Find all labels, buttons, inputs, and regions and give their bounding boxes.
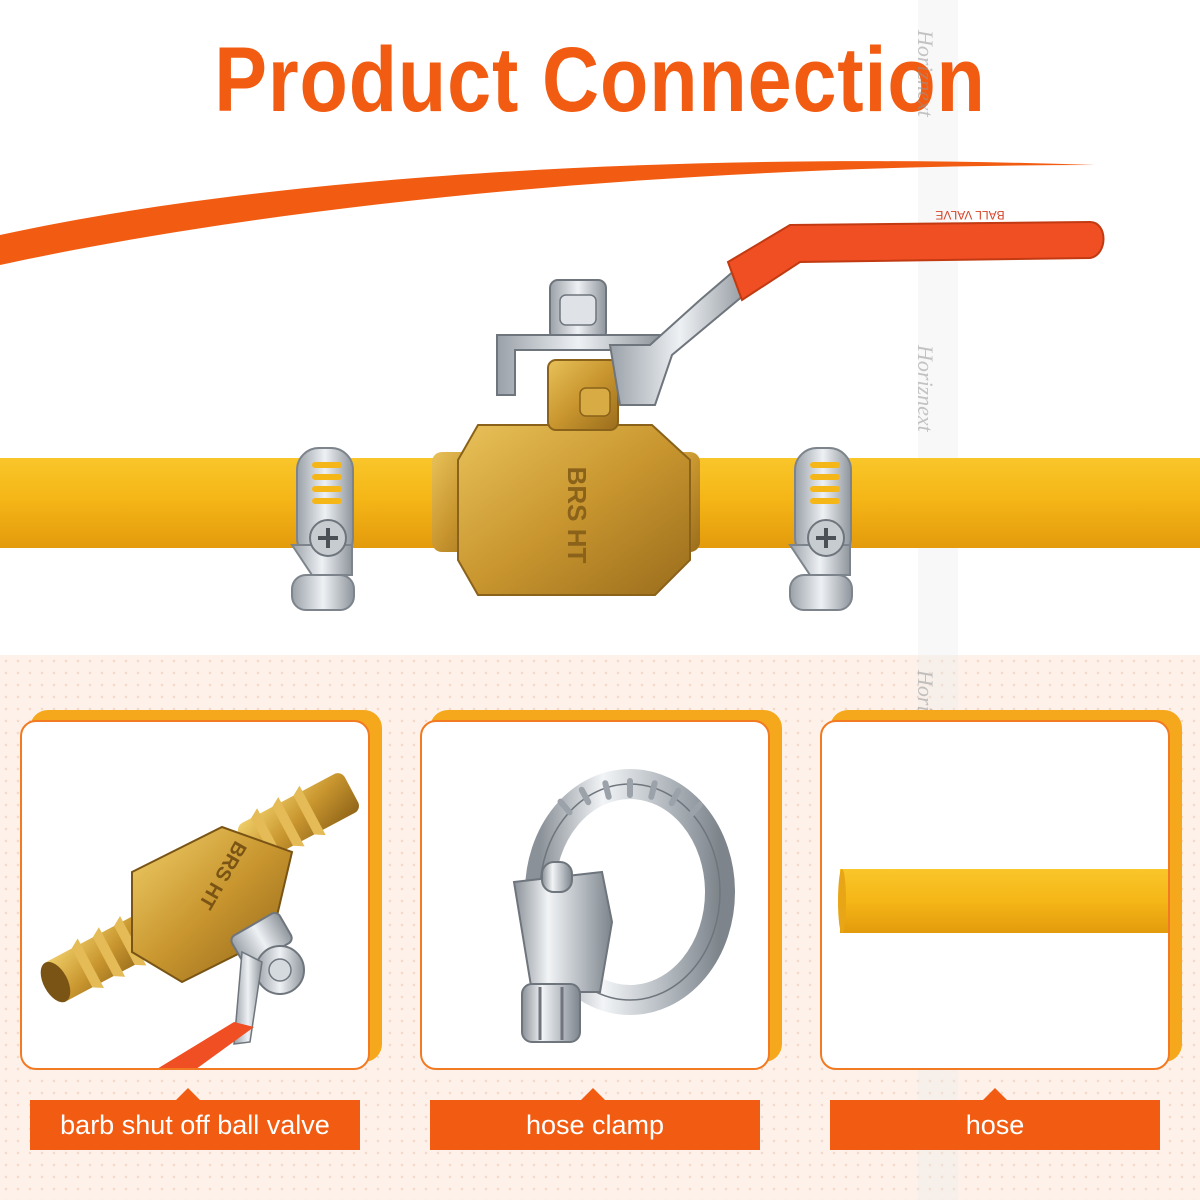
hose-image bbox=[838, 869, 1168, 933]
watermark-text: Horiznext bbox=[913, 345, 938, 432]
label-pointer bbox=[175, 1088, 201, 1101]
barb-ball-valve-image: BRS HT bbox=[40, 773, 359, 1068]
card-panel bbox=[420, 720, 770, 1070]
card-panel bbox=[820, 720, 1170, 1070]
hose-clamp-image bbox=[512, 769, 735, 1043]
handle-text: BALL VALVE bbox=[935, 208, 1004, 222]
hose-pipe bbox=[0, 458, 1200, 548]
valve-handle-grip bbox=[726, 220, 1105, 302]
hero-connection-illustration: BRS HT BALL VALVE bbox=[0, 208, 1200, 611]
part-card-hose bbox=[820, 710, 1182, 1072]
left-hose-clamp bbox=[290, 447, 355, 611]
label-pointer bbox=[982, 1088, 1008, 1101]
watermark-text: Horiznext bbox=[913, 30, 938, 117]
part-label-ball-valve: barb shut off ball valve bbox=[30, 1100, 360, 1150]
ball-valve: BRS HT BALL VALVE bbox=[432, 208, 1105, 596]
part-card-ball-valve: BRS HT bbox=[20, 710, 382, 1072]
part-label-hose: hose bbox=[830, 1100, 1160, 1150]
label-pointer bbox=[580, 1088, 606, 1101]
right-hose-clamp bbox=[788, 447, 853, 611]
valve-body-text: BRS HT bbox=[562, 467, 592, 564]
part-label-hose-clamp: hose clamp bbox=[430, 1100, 760, 1150]
page-title: Product Connection bbox=[214, 29, 986, 131]
part-card-hose-clamp bbox=[420, 710, 782, 1072]
card-panel: BRS HT bbox=[20, 720, 370, 1070]
orange-swoosh bbox=[0, 161, 1095, 265]
